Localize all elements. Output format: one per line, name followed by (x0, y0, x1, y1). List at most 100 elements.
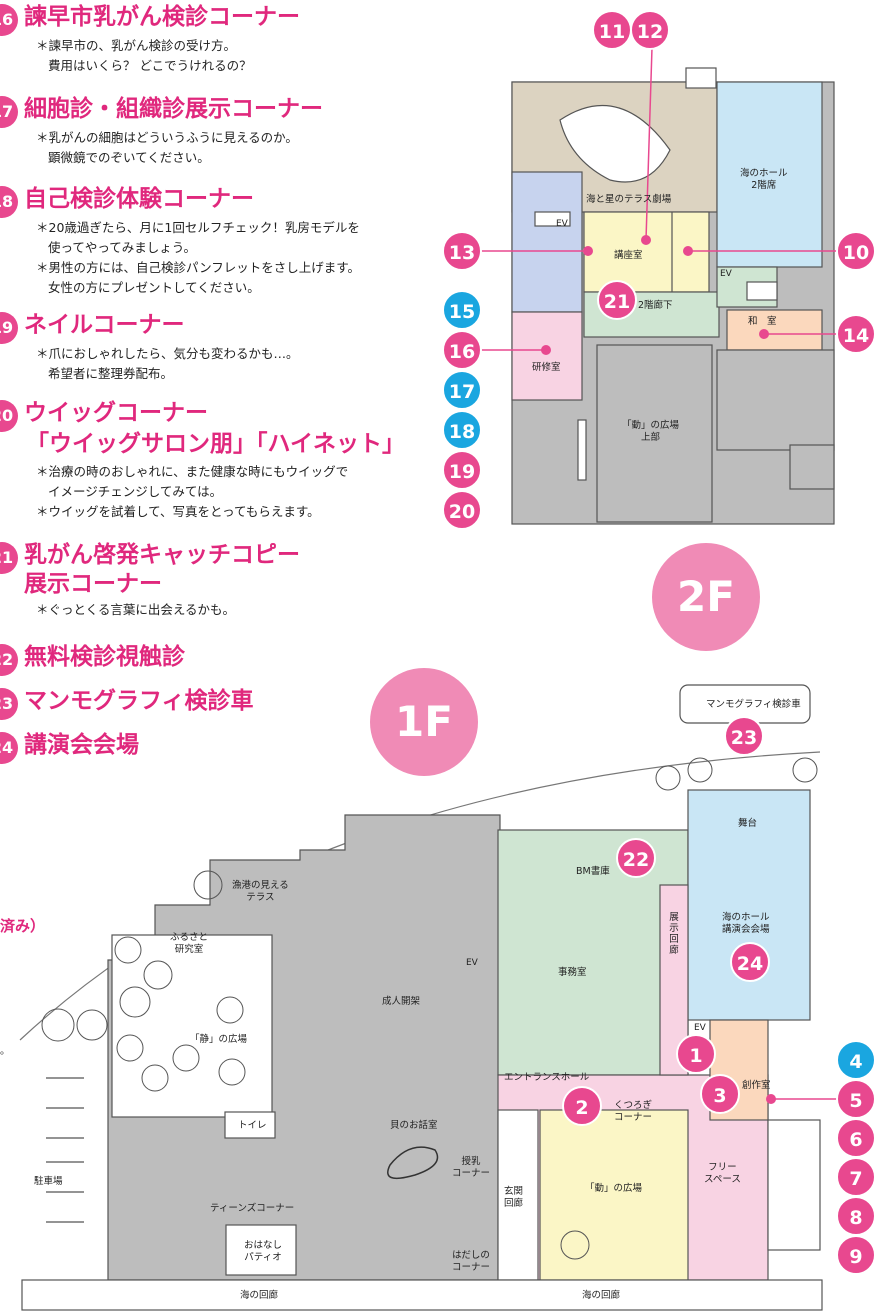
theater-seating (559, 104, 671, 183)
corner-desc: 顕微鏡でのぞいてください。 (48, 150, 210, 165)
ev-label: EV (466, 958, 479, 968)
corner-number: 24 (0, 732, 18, 764)
corner-number: 16 (0, 4, 18, 36)
badge-10: 10 (836, 231, 876, 271)
tree (560, 1230, 590, 1260)
badge-12: 12 (630, 10, 670, 50)
badge-16: 16 (442, 330, 482, 370)
label-truck: マンモグラフィ検診車 (706, 699, 801, 710)
corner-number: 22 (0, 644, 18, 676)
label-free: フリー スペース (704, 1162, 741, 1185)
label-gyoko: 漁港の見える テラス (232, 880, 289, 903)
badge-24: 24 (730, 942, 770, 982)
label-corridor: 2階廊下 (638, 300, 673, 311)
label-stage: 舞台 (738, 818, 758, 829)
label-parking: 駐車場 (34, 1176, 63, 1187)
tree (143, 960, 173, 990)
corner-title: 諫早市乳がん検診コーナー (24, 4, 300, 30)
dot (583, 246, 593, 256)
connector (645, 47, 653, 241)
stair (577, 419, 587, 481)
top-stair (685, 67, 717, 89)
corner-number: 21 (0, 542, 18, 574)
label-sosaku: 創作室 (742, 1080, 771, 1091)
floor-label-1f: 1F (370, 668, 478, 776)
badge-4: 4 (836, 1040, 876, 1080)
sei-plaza (111, 934, 273, 1118)
label-sea-left: 海の回廊 (240, 1290, 279, 1301)
corner-title: 乳がん啓発キャッチコピー (24, 542, 300, 568)
corner-title: 無料検診視触診 (24, 644, 185, 670)
parking-lines (46, 1077, 84, 1223)
dou-plaza (539, 1109, 689, 1281)
label-bm: BM書庫 (576, 866, 610, 877)
tree (655, 765, 681, 791)
badge-6: 6 (836, 1118, 876, 1158)
tree (119, 986, 151, 1018)
label-theater: 海と星のテラス劇場 (586, 194, 672, 205)
badge-7: 7 (836, 1157, 876, 1197)
corner-number: 18 (0, 186, 18, 218)
corner-desc: 女性の方にプレゼントしてください。 (48, 280, 260, 295)
label-kenshu: 研修室 (532, 362, 561, 373)
floor1-rooms (19, 684, 823, 1311)
badge-11: 11 (592, 10, 632, 50)
floor2-rooms (511, 67, 835, 525)
label-dou: 「動」の広場 (585, 1183, 643, 1194)
tree (114, 936, 142, 964)
label-teens: ティーンズコーナー (210, 1203, 295, 1214)
badge-5: 5 (836, 1079, 876, 1119)
label-entrance: エントランスホール (504, 1072, 590, 1083)
floor-label-2f: 2F (652, 543, 760, 651)
kenshu (511, 311, 583, 401)
badge-8: 8 (836, 1196, 876, 1236)
corner-title: ウイッグコーナー (24, 400, 208, 426)
plaza-upper (596, 344, 713, 523)
tree (172, 1044, 200, 1072)
right-block (716, 349, 835, 451)
label-washitsu: 和 室 (748, 316, 777, 327)
badge-1: 1 (676, 1034, 716, 1074)
label-kutsurogi: くつろぎ コーナー (614, 1100, 653, 1123)
corner-desc: ＊諫早市の、乳がん検診の受け方。 (36, 38, 237, 53)
label-office: 事務室 (558, 967, 587, 978)
tree (216, 996, 244, 1024)
stair (746, 281, 778, 301)
kai-shape (387, 1146, 439, 1180)
floor2-dots (541, 235, 769, 355)
corner-desc: ＊治療の時のおしゃれに、また健康な時にもウイッグで (36, 464, 349, 479)
label-tenji: 展示回廊 (669, 912, 679, 956)
badge-23: 23 (724, 716, 764, 756)
badge-9: 9 (836, 1235, 876, 1275)
ev-label: EV (556, 219, 569, 229)
sea-corridor (21, 1279, 823, 1311)
ohanashi (225, 1224, 297, 1276)
dot (683, 246, 693, 256)
tree (687, 757, 713, 783)
corner-number: 17 (0, 96, 18, 128)
ev-label: EV (720, 269, 733, 279)
tree (116, 1034, 144, 1062)
tree (193, 870, 223, 900)
label-junyu: 授乳 コーナー (452, 1156, 491, 1179)
fragment-text: 。 (0, 1046, 10, 1057)
corner-desc: ＊20歳過ぎたら、月に1回セルフチェック！乳房モデルを (36, 220, 360, 235)
corner-desc: ＊ウイッグを試着して、写真をとってもらえます。 (36, 504, 320, 519)
corner-title: マンモグラフィ検診車 (24, 688, 254, 714)
corner-number: 20 (0, 400, 18, 432)
corner-desc: イメージチェンジしてみては。 (48, 484, 223, 499)
badge-13: 13 (442, 231, 482, 271)
label-hadashi: はだしの コーナー (452, 1250, 491, 1273)
label-furusato: ふるさと 研究室 (170, 932, 209, 955)
badge-22: 22 (616, 838, 656, 878)
office-area (497, 829, 689, 1076)
badge-14: 14 (836, 314, 876, 354)
badge-2: 2 (562, 1086, 602, 1126)
corner-desc: ＊乳がんの細胞はどういうふうに見えるのか。 (36, 130, 298, 145)
tree (141, 1064, 169, 1092)
badge-18: 18 (442, 410, 482, 450)
badge-21: 21 (597, 280, 637, 320)
corner-desc: 希望者に整理券配布。 (48, 366, 174, 381)
toilet (224, 1111, 276, 1139)
